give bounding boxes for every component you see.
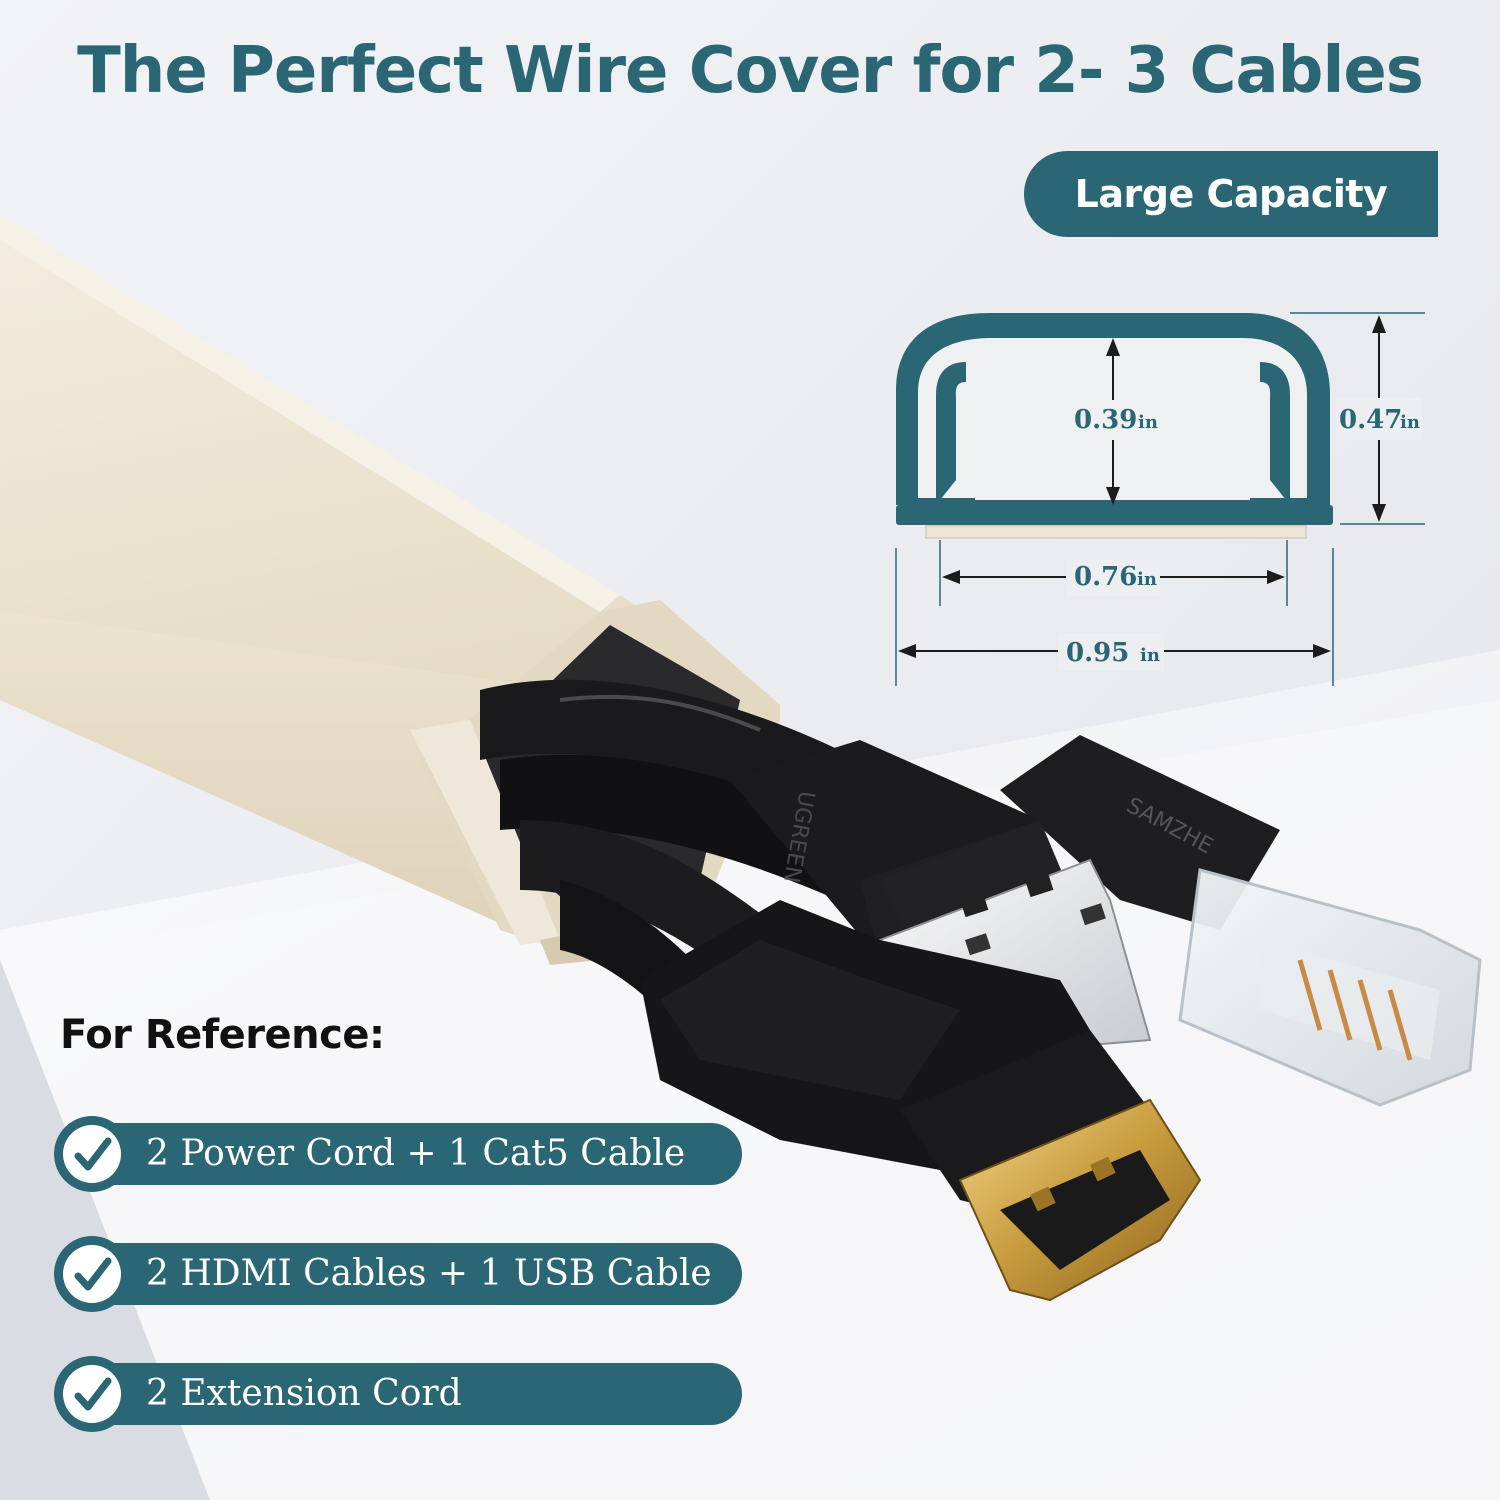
reference-item-label: 2 HDMI Cables + 1 USB Cable: [146, 1253, 712, 1294]
reference-item-label: 2 Power Cord + 1 Cat5 Cable: [146, 1133, 686, 1174]
reference-item-pill: [92, 1363, 742, 1425]
reference-item-pill: [92, 1243, 742, 1305]
hdmi-cable: [640, 900, 1202, 1302]
cat5-plug: SAMZHE: [1000, 735, 1482, 1107]
inner-height-value: 0.39: [1074, 405, 1137, 435]
reference-item: 2 Extension Cord: [52, 1354, 742, 1434]
outer-height-unit: in: [1400, 412, 1420, 433]
reference-item-label: 2 Extension Cord: [146, 1373, 462, 1414]
inner-width-unit: in: [1137, 569, 1157, 590]
reference-title: For Reference:: [60, 1012, 385, 1058]
outer-width-value: 0.95: [1066, 638, 1129, 668]
page-title: The Perfect Wire Cover for 2- 3 Cables: [77, 34, 1424, 108]
capacity-badge: Large Capacity: [1024, 151, 1438, 237]
outer-width-unit: in: [1140, 645, 1160, 666]
checkmark-icon: [54, 1236, 130, 1312]
inner-width-value: 0.76: [1074, 562, 1137, 592]
reference-item: 2 Power Cord + 1 Cat5 Cable: [52, 1114, 742, 1194]
reference-item-pill: [92, 1123, 742, 1185]
cross-section-diagram: 0.39 in 0.47 in 0.76 in 0.95 in: [895, 312, 1425, 686]
checkmark-icon: [54, 1356, 130, 1432]
checkmark-icon: [54, 1116, 130, 1192]
inner-height-unit: in: [1138, 412, 1158, 433]
reference-item: 2 HDMI Cables + 1 USB Cable: [52, 1234, 742, 1314]
capacity-badge-label: Large Capacity: [1074, 172, 1388, 216]
outer-height-value: 0.47: [1339, 405, 1402, 435]
